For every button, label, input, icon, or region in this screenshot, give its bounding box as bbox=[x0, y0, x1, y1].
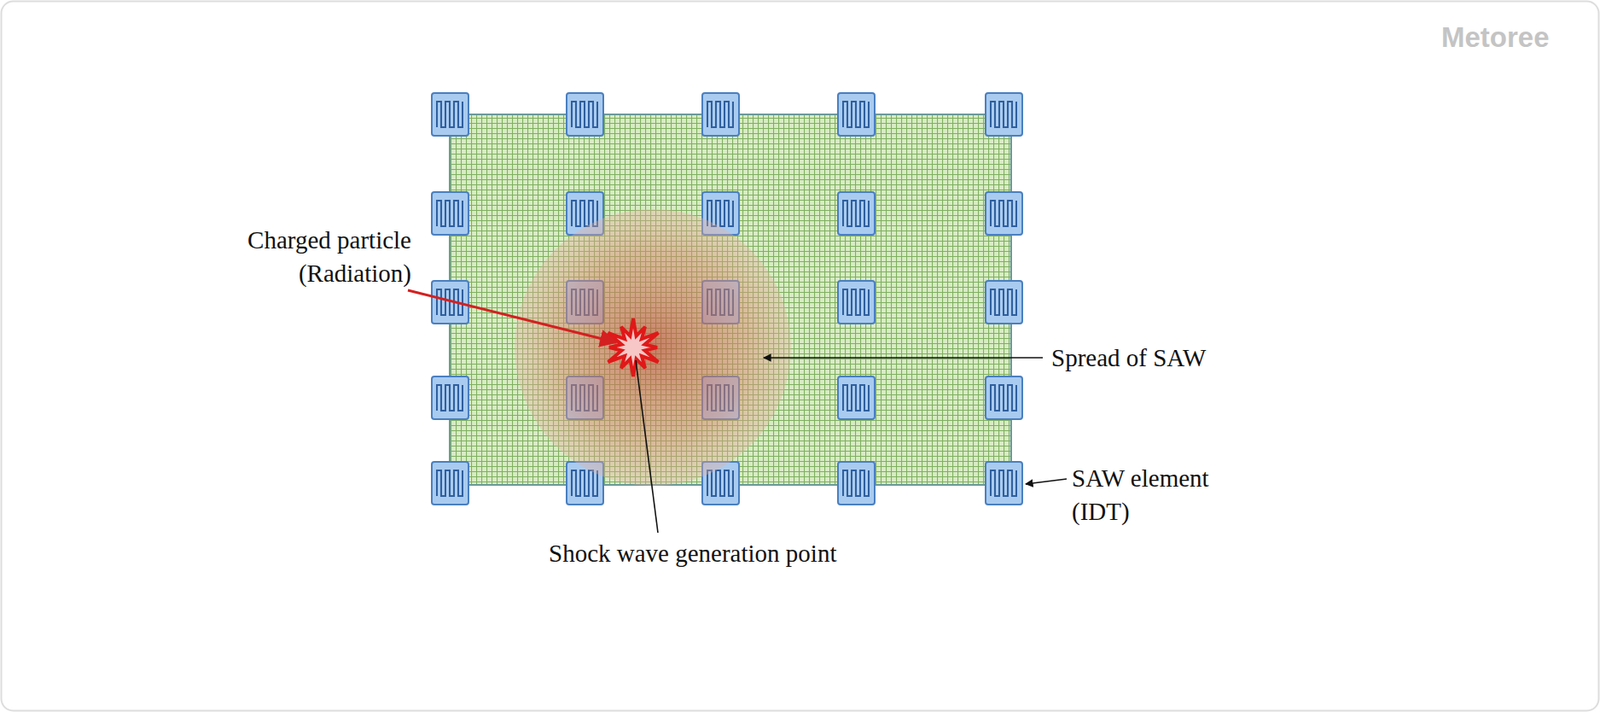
idt-fingers bbox=[990, 289, 1017, 315]
idt-fingers bbox=[436, 384, 463, 411]
idt-fingers bbox=[843, 101, 869, 128]
leader-line bbox=[763, 356, 1043, 359]
idt-fingers bbox=[571, 101, 598, 128]
idt-fingers bbox=[843, 470, 869, 496]
idt-pad bbox=[566, 93, 604, 136]
idt-fingers bbox=[990, 200, 1017, 227]
saw-spread bbox=[514, 209, 792, 486]
idt-pad bbox=[985, 280, 1023, 324]
idt-pad bbox=[837, 192, 875, 235]
idt-element bbox=[837, 376, 875, 419]
idt-pad bbox=[431, 192, 469, 235]
idt-pad bbox=[431, 461, 469, 505]
leader-line bbox=[635, 360, 658, 533]
idt-pad bbox=[837, 461, 875, 505]
particle-arrow bbox=[407, 290, 617, 343]
idt-pad bbox=[837, 376, 875, 419]
idt-fingers bbox=[436, 200, 463, 227]
callout-label: SAW element (IDT) bbox=[1071, 461, 1234, 529]
idt-element bbox=[431, 192, 469, 235]
idt-element bbox=[985, 376, 1023, 419]
idt-element bbox=[431, 461, 469, 505]
callout-label: Shock wave generation point bbox=[548, 536, 908, 571]
idt-fingers bbox=[990, 101, 1017, 128]
idt-pad bbox=[431, 376, 469, 419]
idt-element bbox=[837, 461, 875, 505]
idt-fingers bbox=[843, 384, 869, 411]
idt-fingers bbox=[571, 470, 598, 496]
idt-fingers bbox=[843, 289, 869, 315]
idt-element bbox=[431, 280, 469, 324]
idt-pad bbox=[985, 93, 1023, 136]
idt-element bbox=[837, 192, 875, 235]
idt-fingers bbox=[990, 384, 1017, 411]
idt-element bbox=[985, 192, 1023, 235]
idt-element bbox=[837, 280, 875, 324]
idt-pad bbox=[837, 280, 875, 324]
idt-pad bbox=[985, 192, 1023, 235]
idt-element bbox=[431, 376, 469, 419]
idt-pad bbox=[985, 376, 1023, 419]
idt-pad bbox=[431, 93, 469, 136]
leader-line bbox=[1025, 478, 1067, 484]
callout-label: Spread of SAW bbox=[1051, 341, 1274, 375]
watermark: Metoree bbox=[1441, 20, 1587, 55]
callout-label: Charged particle (Radiation) bbox=[197, 223, 412, 291]
idt-element bbox=[431, 93, 469, 136]
shock-point bbox=[608, 318, 659, 377]
idt-element bbox=[837, 93, 875, 136]
idt-element bbox=[566, 93, 604, 136]
idt-fingers bbox=[707, 101, 734, 128]
substrate bbox=[449, 114, 1012, 485]
idt-array bbox=[431, 93, 1023, 505]
idt-pad bbox=[431, 280, 469, 324]
idt-pad bbox=[702, 93, 739, 136]
idt-element bbox=[985, 461, 1023, 505]
idt-fingers bbox=[843, 200, 869, 227]
idt-fingers bbox=[990, 470, 1017, 496]
idt-element bbox=[702, 93, 739, 136]
idt-fingers bbox=[571, 200, 598, 227]
idt-fingers bbox=[436, 101, 463, 128]
idt-element bbox=[985, 280, 1023, 324]
idt-pad bbox=[837, 93, 875, 136]
idt-fingers bbox=[436, 470, 463, 496]
idt-pad bbox=[985, 461, 1023, 505]
idt-element bbox=[985, 93, 1023, 136]
idt-fingers bbox=[707, 470, 734, 496]
